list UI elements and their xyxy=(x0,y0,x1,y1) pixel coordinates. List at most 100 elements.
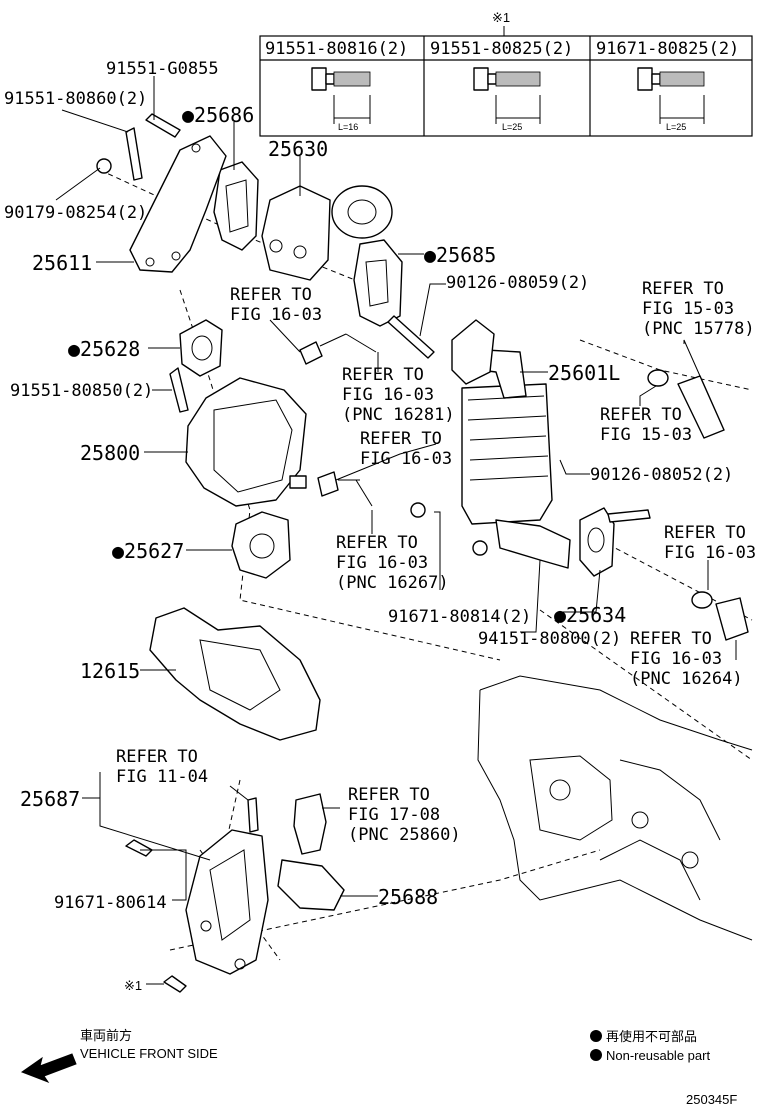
flange-25611 xyxy=(129,135,227,273)
figure-code: 250345F xyxy=(686,1092,737,1107)
bolt-drawing-3: L=25 xyxy=(637,67,705,132)
bolt-drawing-2: L=25 xyxy=(473,67,541,132)
ref-6-line1: REFER TO xyxy=(600,405,682,425)
ref-4-line1: REFER TO xyxy=(336,533,418,553)
bolt-91671-80814 xyxy=(410,502,426,518)
gasket-25634 xyxy=(579,507,615,577)
bolt-91551-g0855 xyxy=(145,113,181,138)
callout-labels: 91551-G0855 91551-80860(2) ●25686 25630 … xyxy=(4,59,733,993)
egr-actuator xyxy=(331,185,393,239)
bolt-drawing-1: L=16 xyxy=(311,67,371,132)
callout-25627: ●25627 xyxy=(112,539,184,563)
stud-90126-08052 xyxy=(607,509,651,523)
bolt-91551-80860 xyxy=(125,127,143,181)
ref-10-line2: FIG 17-08 xyxy=(348,805,440,825)
callout-12615: 12615 xyxy=(80,659,140,683)
engine-block xyxy=(477,675,753,941)
callout-90179-08254: 90179-08254(2) xyxy=(4,203,147,223)
callout-mark1: ※1 xyxy=(124,978,142,993)
table-header-part-1: 91551-80816(2) xyxy=(265,39,408,59)
reference-notes: REFER TO FIG 16-03 REFER TO FIG 16-03 (P… xyxy=(116,279,756,845)
gasket-25628 xyxy=(179,319,223,377)
gasket-25686 xyxy=(213,161,259,251)
bracket-25688 xyxy=(277,859,345,911)
ref-6-line2: FIG 15-03 xyxy=(600,425,692,445)
hose-15-03 xyxy=(677,375,725,439)
footer: 車両前方 VEHICLE FRONT SIDE 再使用不可部品 Non-reus… xyxy=(20,1028,737,1107)
legend-en: Non-reusable part xyxy=(606,1048,710,1063)
ref-1-line2: FIG 16-03 xyxy=(230,305,322,325)
table-header-part-2: 91551-80825(2) xyxy=(430,39,573,59)
callout-90126-08052: 90126-08052(2) xyxy=(590,465,733,485)
clamp-15-03 xyxy=(647,369,669,387)
ref-10-line3: (PNC 25860) xyxy=(348,825,461,845)
egr-valve-25630 xyxy=(261,185,331,281)
table-asterisk-mark: ※1 xyxy=(492,10,510,25)
leader-lines xyxy=(55,76,737,985)
ref-2-line3: (PNC 16281) xyxy=(342,405,455,425)
ref-8-line2: FIG 16-03 xyxy=(630,649,722,669)
clamp-16-03 xyxy=(691,591,713,609)
stud-90126-08059 xyxy=(387,315,435,359)
ref-7-line2: FIG 16-03 xyxy=(664,543,756,563)
bolt-table: ※1 91551-80816(2) 91551-80825(2) 91671-8… xyxy=(259,10,753,137)
ref-5-line3: (PNC 15778) xyxy=(642,319,755,339)
callout-25685: ●25685 xyxy=(424,243,496,267)
callout-91551-80860: 91551-80860(2) xyxy=(4,89,147,109)
callout-25628: ●25628 xyxy=(68,337,140,361)
callout-25688: 25688 xyxy=(378,885,438,909)
front-arrow-icon xyxy=(20,1053,77,1084)
callout-90126-08059: 90126-08059(2) xyxy=(446,273,589,293)
ref-2-line2: FIG 16-03 xyxy=(342,385,434,405)
bolt-mark1 xyxy=(163,975,187,993)
middle-left-group xyxy=(169,319,360,579)
ref-9-line2: FIG 11-04 xyxy=(116,767,208,787)
gasket-25685 xyxy=(353,239,403,327)
heat-insulator-12615 xyxy=(149,607,321,741)
egr-valve-group xyxy=(96,113,435,359)
callout-94151-80800: 94151-80800(2) xyxy=(478,629,621,649)
clamp-lower xyxy=(317,471,339,497)
egr-sensor xyxy=(293,793,327,855)
callout-25800: 25800 xyxy=(80,441,140,465)
nut-90179-08254 xyxy=(96,158,112,174)
cooler-outlet-pipe xyxy=(495,519,571,569)
callout-91671-80814: 91671-80814(2) xyxy=(388,607,531,627)
callout-91551-g0855: 91551-G0855 xyxy=(106,59,219,79)
table-header-part-3: 91671-80825(2) xyxy=(596,39,739,59)
callout-25611: 25611 xyxy=(32,251,92,275)
legend-jp: 再使用不可部品 xyxy=(606,1029,697,1044)
lower-bracket-group xyxy=(125,607,345,993)
callout-25601l: 25601L xyxy=(548,361,620,385)
egr-cooler-group xyxy=(410,319,749,641)
egr-cooler-25601l xyxy=(461,383,553,525)
ref-2-line1: REFER TO xyxy=(342,365,424,385)
callout-25687: 25687 xyxy=(20,787,80,811)
ref-8-line1: REFER TO xyxy=(630,629,712,649)
bolt-length-2: L=25 xyxy=(502,122,522,132)
direction-jp: 車両前方 xyxy=(80,1028,132,1043)
ref-3-line1: REFER TO xyxy=(360,429,442,449)
bolt-length-1: L=16 xyxy=(338,122,358,132)
egr-pipe-25800 xyxy=(185,377,307,507)
clamp-upper xyxy=(299,341,323,365)
bolt-length-3: L=25 xyxy=(666,122,686,132)
stud-bracket-upper xyxy=(247,797,259,833)
ref-5-line2: FIG 15-03 xyxy=(642,299,734,319)
callout-91551-80850: 91551-80850(2) xyxy=(10,381,153,401)
legend-dot-icon-2 xyxy=(590,1049,602,1061)
ref-5-line1: REFER TO xyxy=(642,279,724,299)
direction-en: VEHICLE FRONT SIDE xyxy=(80,1046,218,1061)
ref-4-line2: FIG 16-03 xyxy=(336,553,428,573)
ref-10-line1: REFER TO xyxy=(348,785,430,805)
callout-91671-80614: 91671-80614 xyxy=(54,893,167,913)
ref-3-line2: FIG 16-03 xyxy=(360,449,452,469)
cooler-flange-top xyxy=(451,319,495,385)
gasket-25627 xyxy=(231,511,291,579)
hose-16-03 xyxy=(715,597,749,641)
ref-1-line1: REFER TO xyxy=(230,285,312,305)
ref-4-line3: (PNC 16267) xyxy=(336,573,449,593)
callout-25630: 25630 xyxy=(268,137,328,161)
bolt-91551-80850 xyxy=(169,367,189,413)
